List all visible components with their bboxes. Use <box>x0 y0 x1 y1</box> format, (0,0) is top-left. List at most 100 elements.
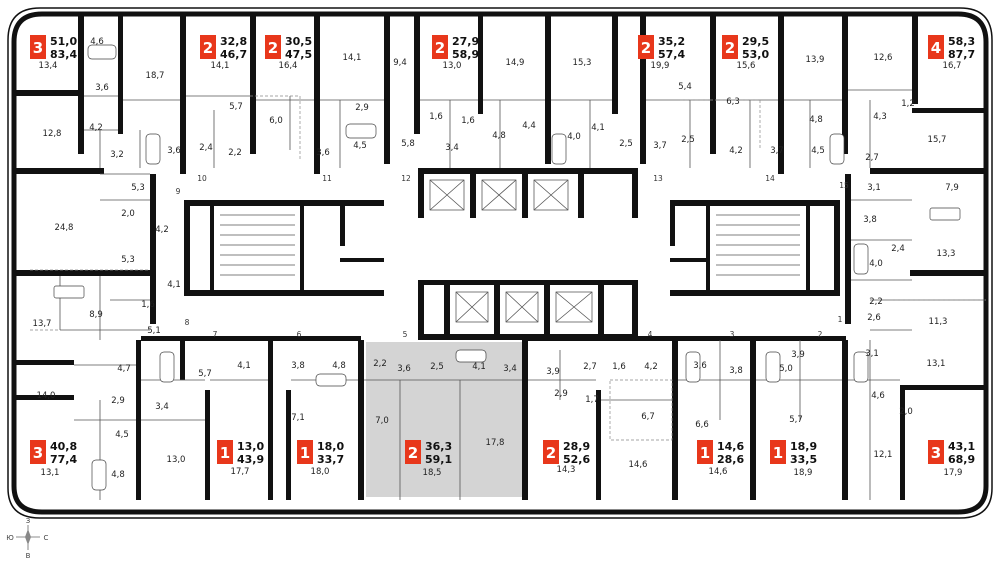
door-number: 14 <box>765 174 775 183</box>
room-label: 14,0 <box>37 391 56 401</box>
room-label: 6,7 <box>641 412 655 422</box>
door-number: 3 <box>730 330 735 339</box>
door-number: 13 <box>653 174 663 183</box>
room-label: 6,0 <box>269 116 283 126</box>
room-label: 7,0 <box>375 416 389 426</box>
room-label: 12,6 <box>874 53 893 63</box>
compass-north: З <box>26 517 31 525</box>
bathroom-fixtures <box>53 44 961 491</box>
room-label: 4,5 <box>811 146 825 156</box>
room-label: 4,8 <box>809 115 823 125</box>
total-area: 33,5 <box>790 453 817 466</box>
door-number: 5 <box>403 330 408 339</box>
room-label: 2,2 <box>869 297 883 307</box>
room-label: 15,3 <box>573 58 592 68</box>
room-label: 7,1 <box>291 413 305 423</box>
building-outline-inner <box>11 11 989 515</box>
room-label: 13,1 <box>41 468 60 478</box>
elevator-shafts <box>220 179 800 323</box>
room-label: 13,9 <box>806 55 825 65</box>
room-label: 4,6 <box>90 37 104 47</box>
room-count-box <box>30 35 46 59</box>
room-count-box <box>200 35 216 59</box>
room-label: 15,6 <box>737 61 756 71</box>
room-label: 13,4 <box>39 61 58 71</box>
room-label: 15,7 <box>928 135 947 145</box>
room-label: 2,9 <box>554 389 568 399</box>
living-area: 29,5 <box>742 35 769 48</box>
room-label: 1,6 <box>141 300 155 310</box>
total-area: 83,4 <box>50 48 77 61</box>
room-count: 1 <box>700 444 710 462</box>
room-label: 2,9 <box>111 396 125 406</box>
room-count-box <box>405 440 421 464</box>
selected-apartment[interactable] <box>366 342 524 497</box>
living-area: 30,5 <box>285 35 312 48</box>
room-count-box <box>697 440 713 464</box>
room-label: 2,2 <box>228 148 242 158</box>
room-label: 3,6 <box>167 146 181 156</box>
total-area: 28,6 <box>717 453 744 466</box>
room-label: 5,3 <box>131 183 145 193</box>
door-number: 9 <box>176 187 181 196</box>
apartment-badge[interactable]: 2 29,553,0 <box>722 35 769 61</box>
room-count: 1 <box>220 444 230 462</box>
room-count: 2 <box>203 39 213 57</box>
room-label: 4,2 <box>89 123 103 133</box>
room-label: 2,5 <box>430 362 444 372</box>
room-label: 12,8 <box>43 129 62 139</box>
room-label: 18,9 <box>794 468 813 478</box>
room-label: 1,2 <box>901 99 915 109</box>
room-label: 9,4 <box>393 58 407 68</box>
room-label: 2,7 <box>865 153 879 163</box>
room-count-box <box>722 35 738 59</box>
room-label: 5,7 <box>198 369 212 379</box>
door-number: 10 <box>197 174 207 183</box>
room-count-box <box>638 35 654 59</box>
room-count: 3 <box>931 444 941 462</box>
living-area: 28,9 <box>563 440 590 453</box>
living-area: 32,8 <box>220 35 247 48</box>
room-label: 2,5 <box>681 135 695 145</box>
door-numbers: 9 10 11 12 13 14 15 8 7 6 5 4 3 2 1 <box>176 174 849 339</box>
living-area: 18,0 <box>317 440 344 453</box>
room-label: 13,7 <box>33 319 52 329</box>
door-number: 12 <box>401 174 411 183</box>
room-label: 3,9 <box>791 350 805 360</box>
room-count-box <box>297 440 313 464</box>
room-label: 6,3 <box>726 97 740 107</box>
room-count-box <box>770 440 786 464</box>
room-label: 24,8 <box>55 223 74 233</box>
total-area: 58,9 <box>452 48 479 61</box>
room-label: 13,0 <box>167 455 186 465</box>
total-area: 53,0 <box>742 48 769 61</box>
room-label: 2,0 <box>121 209 135 219</box>
room-label: 3,6 <box>95 83 109 93</box>
total-area: 52,6 <box>563 453 590 466</box>
room-label: 2,4 <box>199 143 213 153</box>
room-label: 3,7 <box>653 141 667 151</box>
room-count: 3 <box>33 39 43 57</box>
room-label: 2,5 <box>619 139 633 149</box>
total-area: 77,4 <box>50 453 77 466</box>
room-label: 5,0 <box>779 364 793 374</box>
room-label: 4,0 <box>869 259 883 269</box>
room-label: 5,7 <box>229 102 243 112</box>
room-label: 3,8 <box>729 366 743 376</box>
room-count: 2 <box>725 39 735 57</box>
room-label: 14,1 <box>343 53 362 63</box>
